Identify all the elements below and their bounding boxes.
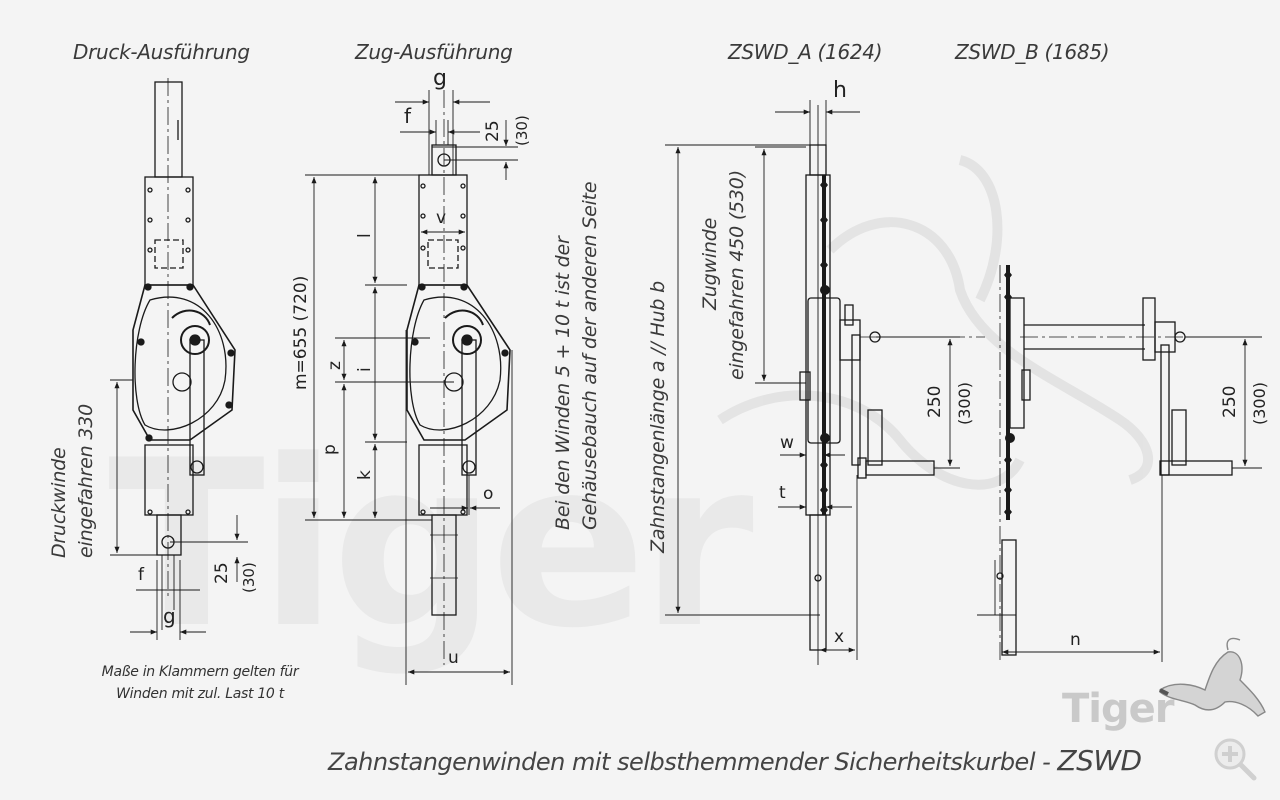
dim-u: u [448,648,459,668]
dim-g-zug: g [433,66,447,91]
dim-30-zug: (30) [513,115,531,146]
zoom-button[interactable] [1212,736,1258,782]
dim-k: k [355,470,375,480]
tiger-logo-icon [1159,637,1266,717]
title-zswd-b: ZSWD_B (1685) [955,40,1110,64]
dim-t: t [779,483,786,503]
label-zahnstange: Zahnstangenlänge a // Hub b [647,281,669,553]
dim-m: m=655 (720) [291,275,311,390]
dim-250-b: 250 [1220,385,1240,418]
tiger-watermark-text: Tiger [108,412,754,679]
dim-30-druck: (30) [240,562,258,593]
bracket-note: Maße in Klammern gelten für Winden mit z… [76,661,324,705]
caption: Zahnstangenwinden mit selbsthemmender Si… [328,744,1142,777]
dim-h: h [833,78,847,103]
dim-300-b: (300) [1250,381,1269,425]
title-zug: Zug-Ausführung [355,40,513,64]
dim-n: n [1070,630,1081,650]
label-zugwinde: Zugwinde eingefahren 450 (530) [697,170,751,380]
dim-250-a: 250 [925,385,945,418]
caption-text: Zahnstangenwinden mit selbsthemmender Si… [328,748,1058,776]
zug-drawing [305,90,518,685]
magnifier-plus-icon [1214,738,1257,781]
dim-w: w [780,433,794,453]
label-druckwinde-line1: Druckwinde [48,447,70,558]
dim-l: l [355,233,375,238]
dim-25-druck: 25 [212,562,232,584]
label-gehaeuse-line1: Bei den Winden 5 + 10 t ist der [552,236,574,530]
zahnstange-dimension [665,144,820,616]
zswd-b-drawing [977,265,1262,662]
label-gehaeuse-line2: Gehäusebauch auf der anderen Seite [579,181,601,530]
tiger-watermark-icon [717,155,1154,490]
label-zugwinde-line2: eingefahren 450 (530) [726,170,748,380]
dim-x: x [834,627,845,647]
title-druck: Druck-Ausführung [73,40,250,64]
caption-model: ZSWD [1057,744,1142,777]
dim-i: i [355,367,375,372]
dim-p: p [320,444,340,455]
druck-drawing [110,78,248,640]
dim-25-zug: 25 [483,120,503,142]
dim-o: o [483,484,494,504]
dim-z: z [325,361,345,370]
label-druckwinde-line2: eingefahren 330 [75,404,97,558]
dim-f-druck: f [138,565,144,585]
dim-300-a: (300) [955,381,974,425]
label-druckwinde: Druckwinde eingefahren 330 [46,404,100,558]
title-zswd-a: ZSWD_A (1624) [728,40,883,64]
tiger-logo-text: Tiger [1062,686,1174,732]
dim-g-druck: g [163,604,176,628]
label-gehaeuse: Bei den Winden 5 + 10 t ist der Gehäuseb… [550,182,604,530]
zswd-a-drawing [755,100,985,665]
bracket-note-line1: Maße in Klammern gelten für [101,664,299,680]
dim-f-zug: f [404,104,412,128]
label-zugwinde-line1: Zugwinde [699,217,721,310]
dim-v: v [436,208,447,228]
bracket-note-line2: Winden mit zul. Last 10 t [116,686,284,702]
